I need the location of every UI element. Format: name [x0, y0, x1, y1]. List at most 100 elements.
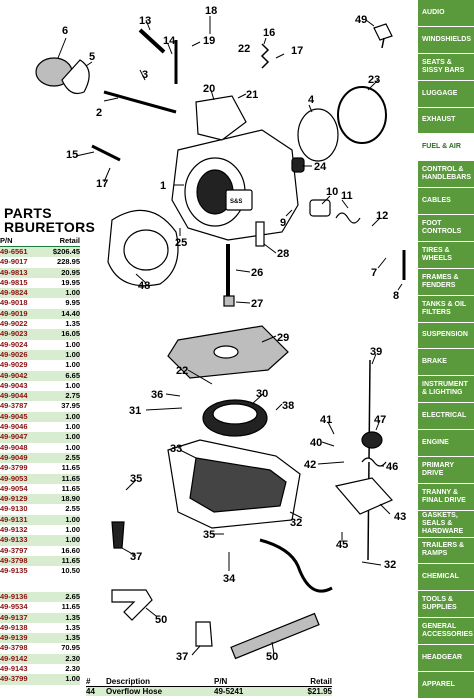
callout-42: 42 — [304, 459, 316, 471]
nav-item-tranny-final-drive[interactable]: TRANNY & FINAL DRIVE — [418, 483, 474, 511]
nav-item-chemical[interactable]: CHEMICAL — [418, 564, 474, 592]
nav-item-fuel-air[interactable]: FUEL & AIR — [418, 134, 474, 162]
nav-item-seats-sissy-bars[interactable]: SEATS & SISSY BARS — [418, 53, 474, 81]
part-number: 49-9131 — [0, 514, 28, 524]
retail-price: 1.00 — [65, 525, 80, 535]
retail-price: 1.00 — [65, 411, 80, 421]
nav-item-frames-fenders[interactable]: FRAMES & FENDERS — [418, 268, 474, 296]
callout-50: 50 — [155, 614, 167, 626]
callout-15: 15 — [66, 149, 78, 161]
nav-item-apparel[interactable]: APPAREL — [418, 671, 474, 699]
nav-item-foot-controls[interactable]: FOOT CONTROLS — [418, 215, 474, 242]
nav-item-general-accessories[interactable]: GENERAL ACCESSORIES — [418, 618, 474, 645]
nav-item-luggage[interactable]: LUGGAGE — [418, 80, 474, 108]
header-pn: P/N — [214, 677, 228, 686]
callout-33: 33 — [170, 443, 182, 455]
retail-price: 2.75 — [65, 391, 80, 401]
part-number: 49-9130 — [0, 504, 28, 514]
nav-item-gaskets-seals-hardware[interactable]: GASKETS, SEALS & HARDWARE — [418, 510, 474, 538]
table-row: 49-9046 1.00 — [0, 422, 80, 432]
callout-31: 31 — [129, 405, 141, 417]
callout-12: 12 — [376, 210, 388, 222]
callout-leads — [57, 16, 403, 656]
part-number: 49-9139 — [0, 633, 28, 643]
carburetor-body: S&S — [171, 95, 299, 241]
callout-35: 35 — [130, 473, 142, 485]
nav-item-control-handlebars[interactable]: CONTROL & HANDLEBARS — [418, 161, 474, 189]
part-number: 49-9815 — [0, 277, 28, 287]
nav-item-tanks-oil-filters[interactable]: TANKS & OIL FILTERS — [418, 295, 474, 323]
retail-price: 2.65 — [65, 592, 80, 601]
nav-item-tools-supplies[interactable]: TOOLS & SUPPLIES — [418, 591, 474, 619]
callout-2: 2 — [96, 107, 102, 119]
nav-item-headgear[interactable]: HEADGEAR — [418, 645, 474, 672]
callout-18: 18 — [205, 5, 217, 17]
nav-item-audio[interactable]: AUDIO — [418, 0, 474, 27]
nav-item-exhaust[interactable]: EXHAUST — [418, 107, 474, 135]
callout-32: 32 — [384, 559, 396, 571]
col-pn: P/N — [0, 236, 13, 245]
part-number: 49-9137 — [0, 612, 28, 622]
nav-item-cables[interactable]: CABLES — [418, 188, 474, 215]
part-number: 49-9135 — [0, 566, 28, 576]
part-number: 49-3798 — [0, 555, 28, 565]
callout-4: 4 — [308, 94, 315, 106]
retail-price: 1.00 — [65, 360, 80, 370]
callout-37: 37 — [130, 551, 142, 563]
retail-price: 20.95 — [61, 267, 80, 277]
retail-price: 11.65 — [61, 602, 80, 612]
nav-item-primary-drive[interactable]: PRIMARY DRIVE — [418, 456, 474, 484]
retail-price: 1.35 — [65, 319, 80, 329]
carburetor-exploded-diagram: S&S — [35, 5, 406, 663]
callout-11: 11 — [341, 190, 353, 202]
callout-10: 10 — [326, 186, 338, 198]
part-number: 49-3787 — [0, 401, 28, 411]
part-number: 49-6561 — [0, 247, 28, 256]
callout-16: 16 — [263, 27, 275, 39]
nav-item-electrical[interactable]: ELECTRICAL — [418, 403, 474, 430]
table-row: 49-9143 2.30 — [0, 664, 80, 674]
part-number: 49-9024 — [0, 339, 28, 349]
part-number: 49-9049 — [0, 452, 28, 462]
nav-item-engine[interactable]: ENGINE — [418, 430, 474, 457]
retail-price: 14.40 — [61, 308, 80, 318]
retail-price: 228.95 — [57, 257, 80, 267]
parts-column-headers: P/N Retail — [0, 234, 80, 247]
callout-21: 21 — [246, 89, 258, 101]
part-number: 49-9054 — [0, 483, 28, 493]
retail-price: 1.00 — [65, 422, 80, 432]
part-number: 49-3798 — [0, 643, 28, 653]
part-number: 49-9143 — [0, 664, 28, 674]
nav-item-brake[interactable]: BRAKE — [418, 349, 474, 377]
retail-price: 2.30 — [65, 653, 80, 663]
nav-item-trailers-ramps[interactable]: TRAILERS & RAMPS — [418, 537, 474, 565]
retail-price: 9.95 — [65, 298, 80, 308]
description-table: # Description P/N Retail 44 Overflow Hos… — [86, 677, 332, 696]
heading-line-1: PARTS — [4, 205, 52, 221]
nav-item-suspension[interactable]: SUSPENSION — [418, 322, 474, 350]
part-number: 49-9046 — [0, 422, 28, 432]
nav-item-instrument-lighting[interactable]: INSTRUMENT & LIGHTING — [418, 376, 474, 404]
nav-item-tires-wheels[interactable]: TIRES & WHEELS — [418, 241, 474, 269]
callout-47: 47 — [374, 414, 386, 426]
retail-price: 1.00 — [65, 380, 80, 390]
nav-item-windshields[interactable]: WINDSHIELDS — [418, 26, 474, 54]
retail-price: 1.35 — [65, 612, 80, 622]
retail-price: 2.30 — [65, 664, 80, 674]
